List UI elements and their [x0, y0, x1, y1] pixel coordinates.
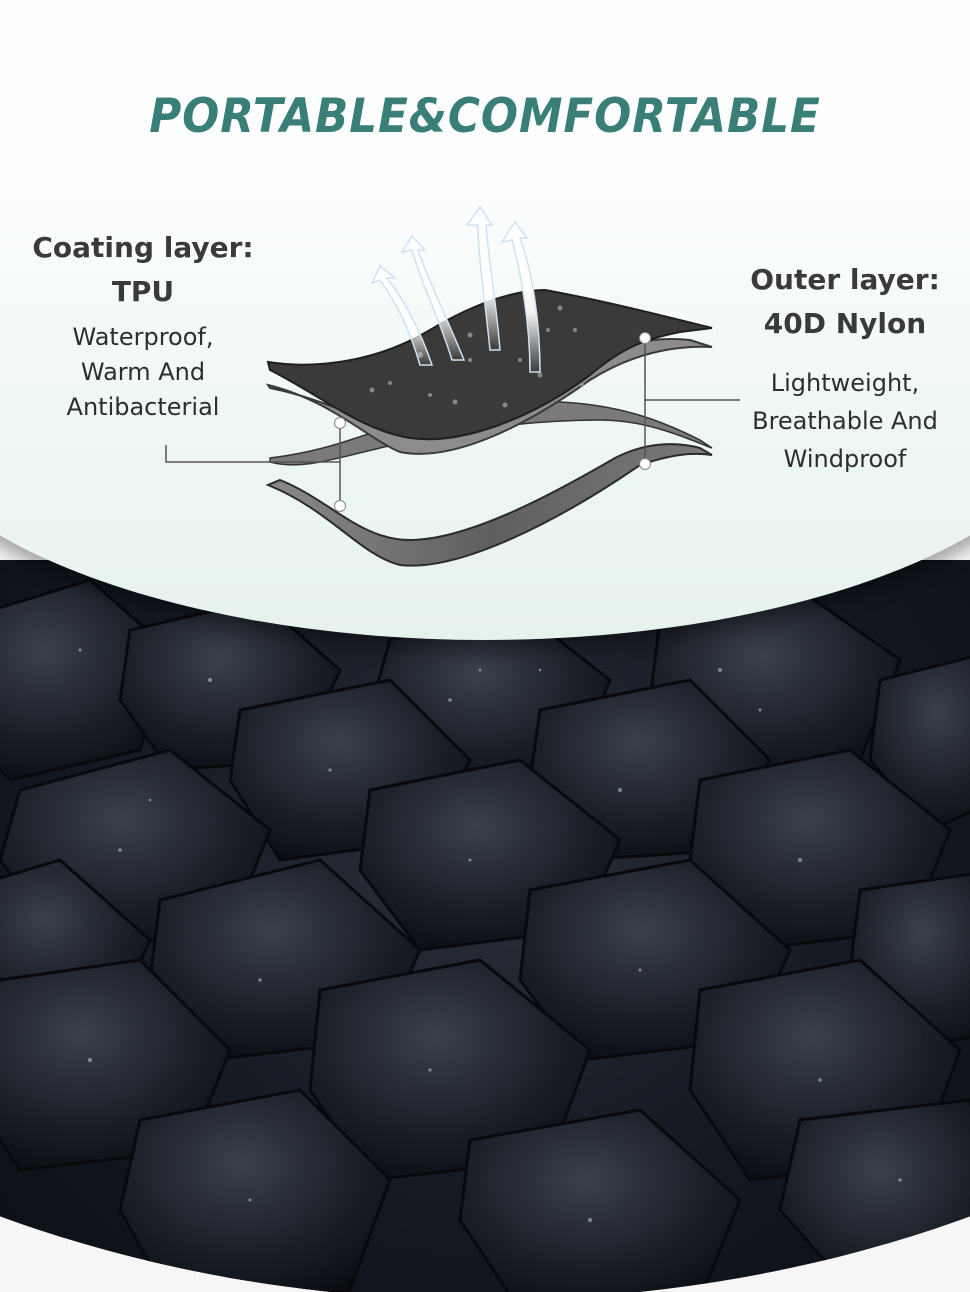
outer-feature: Breathable And	[752, 407, 938, 435]
callout-lines	[165, 338, 740, 506]
coating-layer-features: Waterproof, Warm And Antibacterial	[28, 320, 258, 425]
fabric-layers-diagram	[165, 205, 740, 567]
bottom-fabric-layer-icon	[265, 443, 713, 567]
breathable-arrow-icon	[370, 205, 541, 373]
inflated-cells-texture	[0, 578, 970, 1292]
coating-feature: Waterproof,	[72, 323, 214, 351]
nylon-outer-layer-icon	[266, 288, 713, 441]
waterproof-mat-photo	[0, 560, 970, 1292]
coating-layer-heading: Coating layer:	[32, 231, 254, 264]
outer-feature: Windproof	[783, 445, 907, 473]
coating-layer-material: TPU	[111, 275, 175, 308]
callout-dots	[334, 332, 651, 512]
outer-layer-material: 40D Nylon	[763, 307, 927, 340]
outer-layer-features: Lightweight, Breathable And Windproof	[730, 364, 960, 478]
outer-layer-callout: Outer layer: 40D Nylon Lightweight, Brea…	[730, 258, 960, 478]
coating-feature: Warm And	[80, 358, 206, 386]
outer-feature: Lightweight,	[770, 369, 920, 397]
coating-layer-callout: Coating layer: TPU Waterproof, Warm And …	[28, 226, 258, 425]
page-title: PORTABLE&COMFORTABLE	[149, 89, 821, 145]
coating-feature: Antibacterial	[66, 393, 220, 421]
outer-layer-heading: Outer layer:	[750, 263, 940, 296]
